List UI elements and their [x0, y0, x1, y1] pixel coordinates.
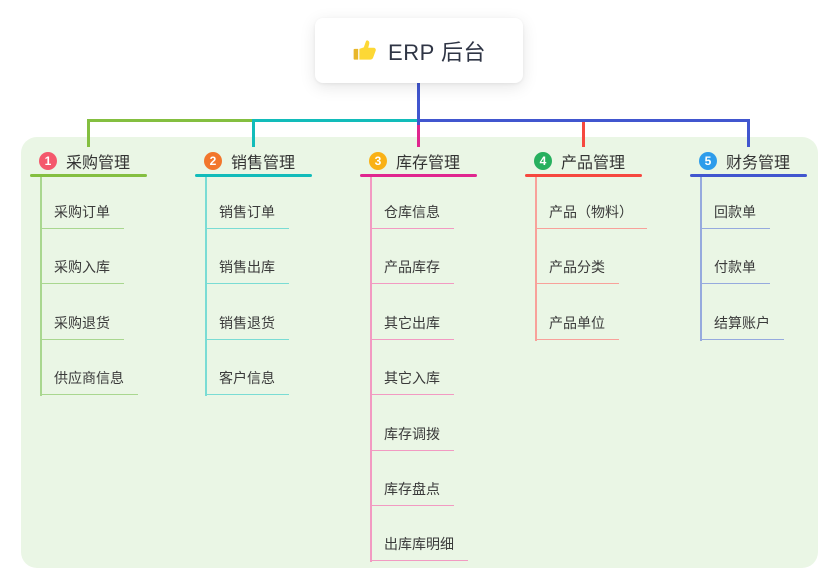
section-item[interactable]: 出库库明细 [370, 534, 468, 561]
item-label: 产品库存 [384, 259, 440, 275]
item-label: 结算账户 [714, 315, 770, 331]
section-underline [30, 174, 147, 177]
section-underline [690, 174, 807, 177]
thumbs-up-icon [352, 38, 378, 64]
section-title: 采购管理 [66, 155, 131, 172]
section-item[interactable]: 其它出库 [370, 313, 454, 340]
item-label: 销售订单 [219, 204, 275, 220]
section-item[interactable]: 仓库信息 [370, 202, 454, 229]
item-label: 出库库明细 [384, 536, 454, 552]
section-item[interactable]: 产品（物料） [535, 202, 647, 229]
item-label: 采购订单 [54, 204, 110, 220]
section-title: 产品管理 [561, 155, 626, 172]
branch-bus-line [418, 119, 750, 122]
branch-bus-line [252, 119, 420, 122]
sections-panel [21, 137, 818, 568]
section-underline [195, 174, 312, 177]
section-column: 5 财务管理 回款单 付款单 结算账户 [690, 0, 839, 588]
section-title: 财务管理 [726, 155, 791, 172]
section-underline [525, 174, 642, 177]
section-item[interactable]: 产品分类 [535, 257, 619, 284]
branch-connector-line [87, 119, 90, 147]
item-label: 仓库信息 [384, 204, 440, 220]
branch-bus-line [87, 119, 253, 122]
section-trunk-line [205, 177, 207, 396]
branch-connector-line [747, 119, 750, 147]
section-item[interactable]: 采购订单 [40, 202, 124, 229]
section-trunk-line [40, 177, 42, 396]
item-label: 回款单 [714, 204, 756, 220]
section-header[interactable]: 3 库存管理 [369, 149, 460, 173]
section-header[interactable]: 2 销售管理 [204, 149, 295, 173]
item-label: 销售出库 [219, 259, 275, 275]
item-label: 产品（物料） [549, 204, 633, 220]
section-column: 4 产品管理 产品（物料） 产品分类 产品单位 [525, 0, 690, 588]
root-node[interactable]: ERP 后台 [315, 18, 523, 83]
branch-connector-line [252, 119, 255, 147]
item-label: 库存盘点 [384, 481, 440, 497]
branch-connector-line [582, 122, 585, 147]
item-label: 供应商信息 [54, 370, 124, 386]
section-item[interactable]: 供应商信息 [40, 368, 138, 395]
section-trunk-line [535, 177, 537, 341]
item-label: 付款单 [714, 259, 756, 275]
section-column: 3 库存管理 仓库信息 产品库存 其它出库 其它入库 库存调拨 库存盘点 出库库… [360, 0, 525, 588]
section-number-badge: 4 [534, 152, 552, 170]
section-item[interactable]: 付款单 [700, 257, 770, 284]
section-item[interactable]: 采购退货 [40, 313, 124, 340]
section-number-badge: 2 [204, 152, 222, 170]
section-item[interactable]: 库存盘点 [370, 479, 454, 506]
item-label: 客户信息 [219, 370, 275, 386]
item-label: 采购入库 [54, 259, 110, 275]
section-item[interactable]: 销售订单 [205, 202, 289, 229]
section-number-badge: 3 [369, 152, 387, 170]
section-trunk-line [700, 177, 702, 341]
section-item[interactable]: 产品单位 [535, 313, 619, 340]
section-item[interactable]: 回款单 [700, 202, 770, 229]
branch-connector-line [417, 122, 420, 147]
item-label: 其它入库 [384, 370, 440, 386]
item-label: 采购退货 [54, 315, 110, 331]
item-label: 产品分类 [549, 259, 605, 275]
section-item[interactable]: 采购入库 [40, 257, 124, 284]
section-trunk-line [370, 177, 372, 562]
item-label: 产品单位 [549, 315, 605, 331]
section-number-badge: 5 [699, 152, 717, 170]
section-item[interactable]: 其它入库 [370, 368, 454, 395]
section-header[interactable]: 4 产品管理 [534, 149, 625, 173]
item-label: 其它出库 [384, 315, 440, 331]
section-header[interactable]: 5 财务管理 [699, 149, 790, 173]
section-header[interactable]: 1 采购管理 [39, 149, 130, 173]
section-number-badge: 1 [39, 152, 57, 170]
section-item[interactable]: 销售退货 [205, 313, 289, 340]
section-item[interactable]: 客户信息 [205, 368, 289, 395]
item-label: 销售退货 [219, 315, 275, 331]
section-title: 库存管理 [396, 155, 461, 172]
root-title: ERP 后台 [388, 39, 486, 65]
section-column: 2 销售管理 销售订单 销售出库 销售退货 客户信息 [195, 0, 360, 588]
section-item[interactable]: 库存调拨 [370, 424, 454, 451]
section-underline [360, 174, 477, 177]
section-column: 1 采购管理 采购订单 采购入库 采购退货 供应商信息 [30, 0, 195, 588]
section-item[interactable]: 结算账户 [700, 313, 784, 340]
section-title: 销售管理 [231, 155, 296, 172]
root-connector-line [417, 83, 420, 125]
item-label: 库存调拨 [384, 426, 440, 442]
section-item[interactable]: 产品库存 [370, 257, 454, 284]
section-item[interactable]: 销售出库 [205, 257, 289, 284]
